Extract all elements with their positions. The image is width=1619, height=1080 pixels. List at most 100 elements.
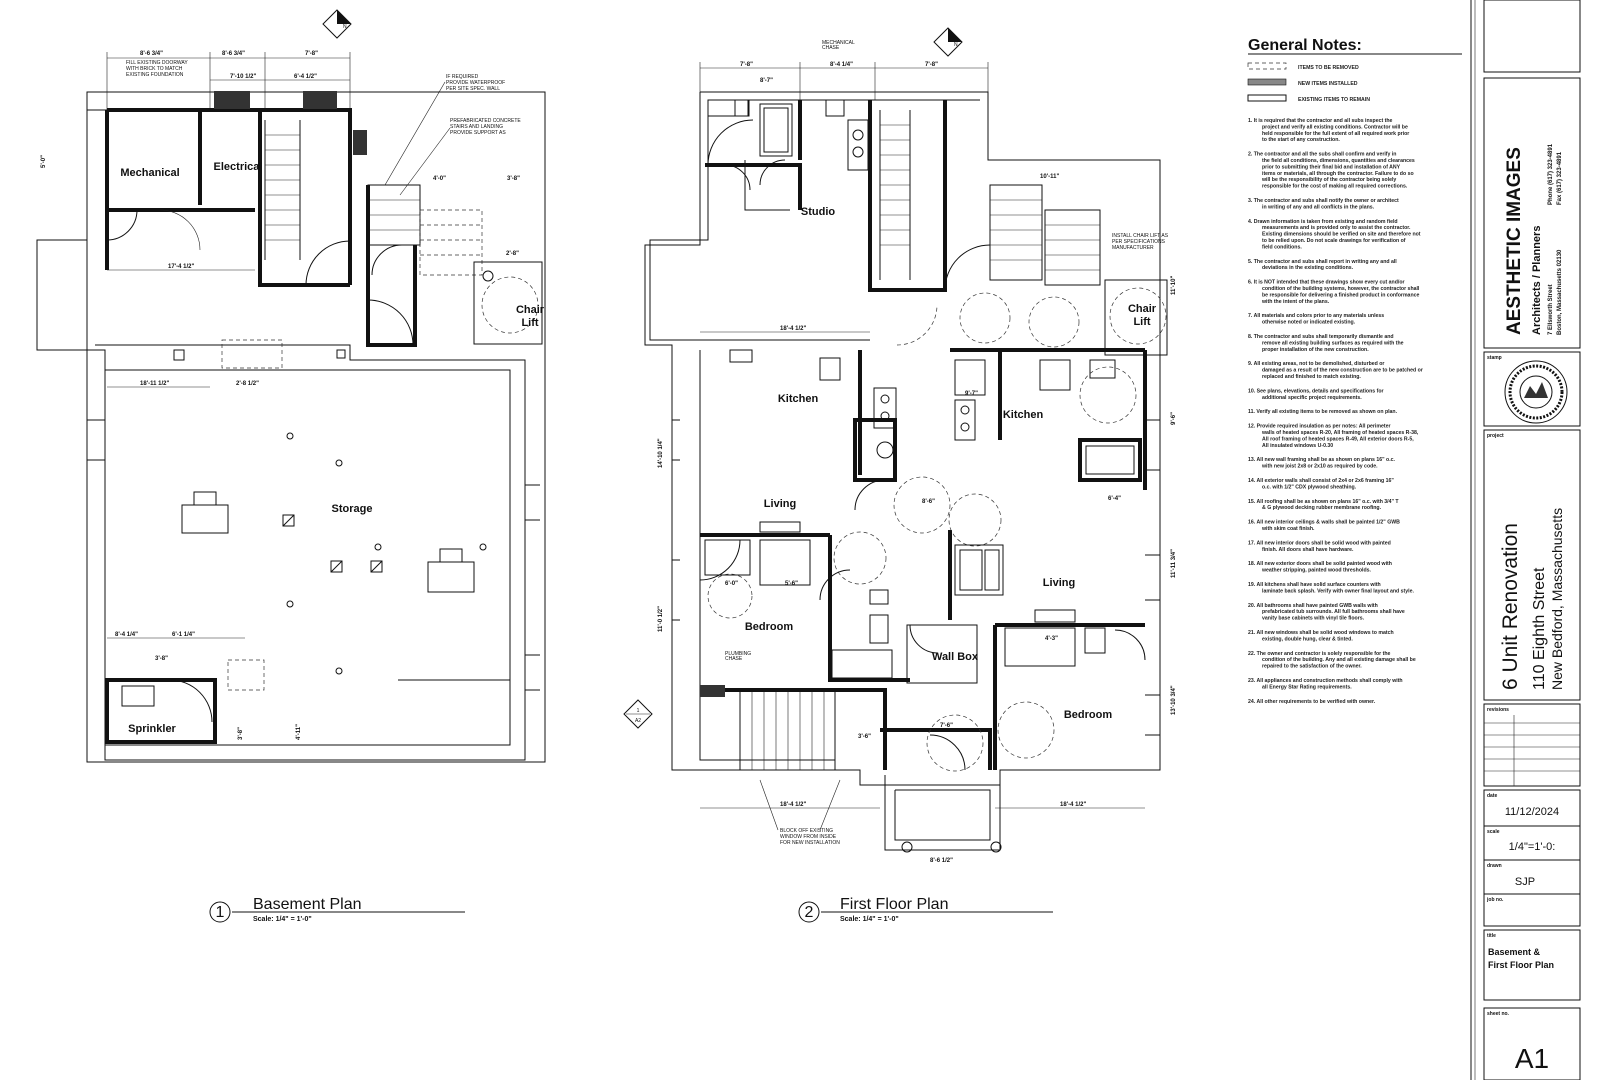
firm-address-1: 7 Ellsworth Street: [1548, 284, 1554, 335]
legend-existing: EXISTING ITEMS TO REMAIN: [1298, 97, 1370, 103]
sheet-value: A1: [1515, 1043, 1549, 1074]
svg-text:WITH BRICK TO MATCH: WITH BRICK TO MATCH: [126, 66, 183, 72]
title-value-2: First Floor Plan: [1488, 960, 1554, 970]
general-note: 2. The contractor and all the subs shall…: [1248, 152, 1415, 190]
dim-label: 18'-4 1/2": [1060, 802, 1086, 808]
basement-walls: [36, 91, 546, 763]
dim-label: 4'-3": [1045, 636, 1058, 642]
dim-label: 6'-1 1/4": [172, 632, 195, 638]
scale-label: scale: [1487, 829, 1500, 835]
scale-value: 1/4"=1'-0:: [1509, 841, 1556, 853]
svg-text:MECHANICAL: MECHANICAL: [822, 40, 855, 46]
dim-label: 17'-4 1/2": [168, 264, 194, 270]
dim-label: 8'-6": [922, 499, 935, 505]
general-note: 3. The contractor and subs shall notify …: [1248, 198, 1399, 210]
elevation-marker-sheet: A2: [635, 718, 641, 724]
date-value: 11/12/2024: [1505, 806, 1559, 818]
dim-label: 5'-6": [785, 581, 798, 587]
dim-label: 8'-6 3/4": [140, 51, 163, 57]
job-label: job no.: [1486, 897, 1504, 903]
first-floor-walls: [644, 91, 1168, 853]
notes-legend: ITEMS TO BE REMOVED NEW ITEMS INSTALLED …: [1247, 62, 1370, 103]
svg-text:PROVIDE SUPPORT AS: PROVIDE SUPPORT AS: [450, 130, 506, 136]
drawn-label: drawn: [1487, 863, 1502, 869]
general-note: 13. All new wall framing shall be as sho…: [1248, 457, 1396, 469]
general-note: 12. Provide required insulation as per n…: [1248, 424, 1419, 449]
firm-phone: Phone (617) 323-4891: [1548, 143, 1554, 205]
dim-label: 3'-8": [238, 727, 244, 740]
room-label-wall-box: Wall Box: [932, 651, 979, 663]
svg-text:STAIRS AND LANDING: STAIRS AND LANDING: [450, 124, 503, 130]
dim-label: 10'-11": [1040, 174, 1059, 180]
dim-label: 4'-0": [433, 176, 446, 182]
project-label: project: [1487, 433, 1504, 439]
room-label-bedroom-left: Bedroom: [745, 621, 794, 633]
dim-label: 6'-0": [725, 581, 738, 587]
room-label-bedroom-right: Bedroom: [1064, 709, 1113, 721]
first-floor-plan: N 7'-8" 8'-4 1/4" 7'-8" MECHANICAL CHASE…: [623, 27, 1177, 923]
north-arrow-label: N: [954, 42, 958, 48]
dim-label: 3'-8": [507, 176, 520, 182]
dim-label: 6'-4 1/2": [294, 74, 317, 80]
drawn-value: SJP: [1515, 876, 1535, 888]
plan-number: 2: [805, 904, 814, 921]
room-label-sprinkler: Sprinkler: [128, 723, 176, 735]
general-note: 10. See plans, elevations, details and s…: [1248, 388, 1384, 400]
dim-label: 18'-4 1/2": [780, 326, 806, 332]
room-label-electrical: Electrical: [214, 161, 263, 173]
title-value-1: Basement &: [1488, 947, 1541, 957]
firm-name: AESTHETIC IMAGES: [1504, 147, 1525, 335]
dim-label: 7'-8": [305, 51, 318, 57]
project-city: New Bedford, Massachusetts: [1549, 508, 1565, 690]
plan-title: First Floor Plan: [840, 896, 948, 913]
svg-text:IF REQUIRED: IF REQUIRED: [446, 74, 479, 80]
date-label: date: [1487, 793, 1498, 799]
notes-heading: General Notes:: [1248, 37, 1362, 54]
dim-label: 8'-6 1/2": [930, 858, 953, 864]
general-note: 19. All kitchens shall have solid surfac…: [1248, 582, 1414, 594]
room-label-storage: Storage: [332, 503, 373, 515]
notes-list: 1. It is required that the contractor an…: [1248, 118, 1423, 705]
general-note: 17. All new interior doors shall be soli…: [1248, 540, 1391, 552]
stair-basement: [264, 120, 301, 260]
title-label: title: [1487, 933, 1496, 939]
general-note: 24. All other requirements to be verifie…: [1248, 699, 1376, 705]
dim-label: 2'-8 1/2": [236, 381, 259, 387]
general-note: 11. Verify all existing items to be remo…: [1248, 409, 1398, 415]
firm-fax: Fax (617) 323-4891: [1557, 151, 1563, 205]
general-note: 9. All existing areas, not to be demolis…: [1248, 361, 1423, 380]
dim-label: 4'-11": [296, 724, 302, 740]
legend-new: NEW ITEMS INSTALLED: [1298, 81, 1358, 87]
svg-text:WINDOW FROM INSIDE: WINDOW FROM INSIDE: [780, 834, 837, 840]
svg-text:EXISTING FOUNDATION: EXISTING FOUNDATION: [126, 72, 184, 78]
plan-title: Basement Plan: [253, 896, 362, 913]
sheet-label: sheet no.: [1487, 1011, 1510, 1017]
firm-address-2: Boston, Massachusetts 02130: [1557, 249, 1563, 335]
general-note: 16. All new interior ceilings & walls sh…: [1248, 520, 1400, 532]
legend-removed: ITEMS TO BE REMOVED: [1298, 65, 1359, 71]
general-note: 4. Drawn information is taken from exist…: [1248, 219, 1421, 251]
general-note: 18. All new exterior doors shall be soli…: [1248, 561, 1392, 573]
dim-label: 11'-10": [1171, 276, 1177, 295]
general-note: 6. It is NOT intended that these drawing…: [1248, 280, 1420, 305]
north-arrow-basement: N: [322, 9, 352, 39]
project-name: 6 Unit Renovation: [1499, 523, 1522, 690]
dim-label: 8'-4 1/4": [115, 632, 138, 638]
general-note: 21. All new windows shall be solid wood …: [1248, 630, 1394, 642]
general-note: 20. All bathrooms shall have painted GWB…: [1248, 603, 1405, 622]
svg-text:PREFABRICATED CONCRETE: PREFABRICATED CONCRETE: [450, 118, 521, 124]
room-label-kitchen-left: Kitchen: [778, 393, 819, 405]
general-note: 7. All materials and colors prior to any…: [1248, 313, 1384, 325]
plan-scale: Scale: 1/4" = 1'-0": [253, 916, 312, 923]
svg-text:CHASE: CHASE: [822, 45, 840, 51]
north-arrow-first-floor: N: [933, 27, 963, 57]
general-note: 23. All appliances and construction meth…: [1248, 678, 1403, 690]
stamp-label: stamp: [1487, 355, 1502, 361]
basement-plan: N 8'-6 3/4" 8'-6 3/4" 7'-8" 7'-10 1/2" 6…: [36, 9, 546, 923]
dim-label: 7'-8": [740, 62, 753, 68]
dim-label: 7'-10 1/2": [230, 74, 256, 80]
general-note: 14. All exterior walls shall consist of …: [1248, 478, 1394, 490]
general-notes: General Notes: ITEMS TO BE REMOVED NEW I…: [1247, 37, 1462, 705]
dim-label: 6'-4": [1108, 496, 1121, 502]
